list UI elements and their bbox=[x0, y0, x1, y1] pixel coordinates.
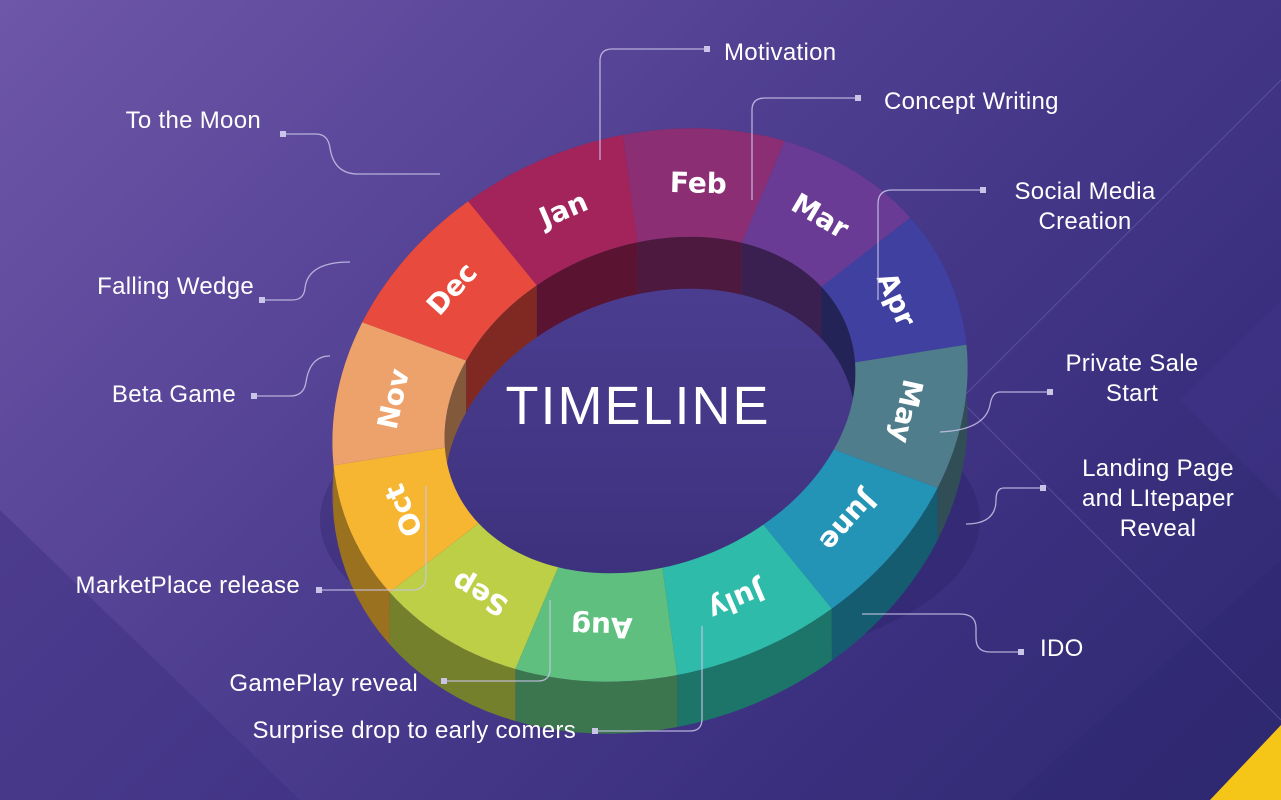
ring-wall-aug bbox=[515, 669, 678, 734]
note-aug: GamePlay reveal bbox=[229, 600, 551, 697]
ring-wall-oct bbox=[333, 465, 390, 645]
segment-jan bbox=[468, 134, 638, 286]
note-feb: Concept Writing bbox=[751, 88, 1059, 200]
ring-inner-mar bbox=[741, 242, 822, 339]
note-text-sep-0: MarketPlace release bbox=[76, 572, 300, 599]
note-july: Surprise drop to early comers bbox=[253, 626, 703, 744]
note-jan: Motivation bbox=[599, 39, 836, 160]
leader-dot bbox=[316, 587, 322, 593]
ring-wall-may bbox=[937, 344, 968, 540]
leader-line bbox=[939, 391, 1050, 433]
segment-dec bbox=[362, 201, 537, 361]
leader-line bbox=[965, 487, 1043, 525]
leader-line bbox=[444, 600, 551, 682]
ring-inner-feb bbox=[637, 236, 742, 295]
segment-apr bbox=[821, 217, 967, 363]
leader-dot bbox=[251, 393, 257, 399]
leader-line bbox=[283, 133, 440, 175]
center-title: TIMELINE bbox=[505, 376, 770, 436]
segment-sep bbox=[389, 523, 559, 670]
note-nov: Falling Wedge bbox=[97, 261, 351, 303]
segment-nov bbox=[332, 322, 467, 466]
month-label-aug: Aug bbox=[571, 610, 633, 644]
note-text-nov-0: Falling Wedge bbox=[97, 273, 254, 300]
ring-wall-june bbox=[831, 487, 938, 661]
ring-inner-apr bbox=[821, 286, 856, 415]
note-text-apr-1: Start bbox=[1106, 380, 1158, 407]
segment-feb bbox=[622, 128, 785, 243]
note-june: IDO bbox=[862, 613, 1084, 662]
note-text-may-0: Landing Page bbox=[1082, 455, 1234, 482]
leader-line bbox=[877, 189, 983, 300]
leader-line bbox=[262, 261, 351, 301]
leader-dot bbox=[441, 678, 447, 684]
leader-line bbox=[751, 97, 858, 200]
leader-line bbox=[599, 48, 707, 160]
leader-line bbox=[862, 613, 1021, 653]
ring-top bbox=[332, 128, 968, 682]
note-dec: To the Moon bbox=[126, 107, 440, 175]
segment-july bbox=[662, 524, 832, 676]
note-oct: Beta Game bbox=[112, 355, 331, 408]
background-decoration bbox=[0, 79, 1281, 800]
note-text-aug-0: GamePlay reveal bbox=[229, 670, 418, 697]
note-text-mar-1: Creation bbox=[1038, 208, 1131, 235]
note-text-june-0: IDO bbox=[1040, 635, 1084, 662]
segment-oct bbox=[333, 447, 479, 593]
leader-dot bbox=[1047, 389, 1053, 395]
leader-dot bbox=[855, 95, 861, 101]
leader-dot bbox=[1040, 485, 1046, 491]
leader-dot bbox=[592, 728, 598, 734]
note-text-dec-0: To the Moon bbox=[126, 107, 261, 134]
note-text-feb-0: Concept Writing bbox=[884, 88, 1059, 115]
ring-inner-nov bbox=[444, 360, 467, 500]
timeline-ring bbox=[332, 128, 968, 734]
segment-aug bbox=[515, 567, 678, 682]
month-label-feb: Feb bbox=[669, 166, 727, 200]
segment-may bbox=[833, 344, 968, 488]
leader-dot bbox=[280, 131, 286, 137]
note-sep: MarketPlace release bbox=[76, 486, 427, 599]
leader-dot bbox=[704, 46, 710, 52]
segment-june bbox=[763, 449, 938, 609]
ring-inner-dec bbox=[466, 285, 537, 413]
note-text-oct-0: Beta Game bbox=[112, 381, 236, 408]
note-text-jan-0: Motivation bbox=[724, 39, 836, 66]
note-text-mar-0: Social Media bbox=[1014, 178, 1155, 205]
ring-wall-july bbox=[677, 608, 832, 728]
leader-dot bbox=[1018, 649, 1024, 655]
leader-dot bbox=[980, 187, 986, 193]
leader-line bbox=[595, 626, 703, 732]
corner-accent bbox=[1210, 725, 1281, 800]
leader-line bbox=[254, 355, 331, 397]
ring-inner-jan bbox=[536, 242, 638, 338]
leader-line bbox=[319, 486, 427, 591]
note-text-july-0: Surprise drop to early comers bbox=[253, 717, 577, 744]
ring-wall-sep bbox=[389, 592, 516, 722]
segment-mar bbox=[741, 140, 911, 287]
note-text-may-2: Reveal bbox=[1120, 515, 1197, 542]
leader-dot bbox=[259, 297, 265, 303]
note-text-may-1: and LItepaper bbox=[1082, 485, 1234, 512]
note-text-apr-0: Private Sale bbox=[1066, 350, 1199, 377]
